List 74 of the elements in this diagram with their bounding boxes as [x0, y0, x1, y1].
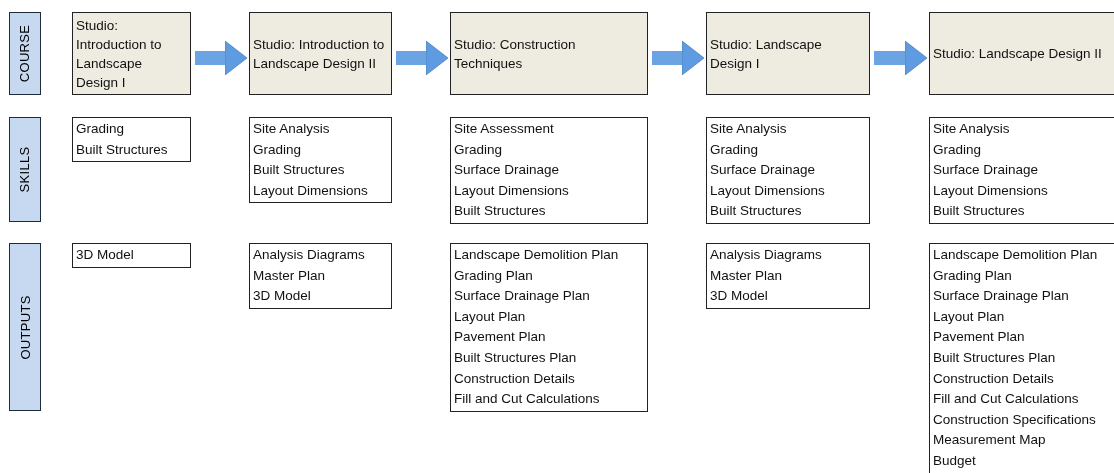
list-box: [706, 117, 870, 224]
course-box: [929, 12, 1114, 95]
list-item: Measurement Map: [933, 431, 1047, 450]
list-item: 3D Model: [76, 246, 135, 264]
course-title: Studio: Landscape Design II: [933, 45, 1103, 63]
course-box: [450, 12, 648, 95]
list-item: Built Structures Plan: [933, 348, 1057, 367]
list-item: Grading: [76, 120, 126, 138]
list-item: Layout Dimensions: [454, 181, 570, 200]
list-item: 3D Model: [710, 287, 769, 306]
list-box: [706, 243, 870, 309]
list-item: Layout Dimensions: [933, 181, 1049, 200]
row-header: COURSE: [9, 12, 41, 95]
list-item: Grading Plan: [933, 266, 1013, 285]
list-item: Site Analysis: [710, 120, 788, 138]
list-item: Analysis Diagrams: [253, 246, 366, 264]
list-item: Landscape Demolition Plan: [454, 246, 620, 264]
list-box: [72, 243, 191, 268]
course-box: [706, 12, 870, 95]
list-item: Grading: [933, 140, 983, 159]
course-box: [72, 12, 191, 95]
list-box: [929, 243, 1114, 473]
list-item: Built Structures: [933, 202, 1026, 221]
list-item: Construction Details: [933, 369, 1055, 388]
list-item: Fill and Cut Calculations: [933, 390, 1080, 409]
list-box: [249, 117, 392, 204]
row-header: SKILLS: [9, 117, 41, 222]
list-item: Grading: [454, 140, 504, 159]
list-item: Layout Dimensions: [253, 181, 369, 200]
list-item: Construction Details: [454, 369, 576, 388]
list-item: Built Structures: [710, 202, 803, 221]
list-item: Surface Drainage Plan: [454, 287, 591, 306]
block-arrow: [396, 40, 449, 76]
list-item: Built Structures Plan: [454, 348, 578, 367]
list-item: Grading Plan: [454, 266, 534, 285]
row-header: OUTPUTS: [9, 243, 41, 411]
list-item: Site Analysis: [253, 120, 331, 138]
list-item: Pavement Plan: [933, 328, 1026, 347]
list-box: [450, 243, 648, 412]
course-title: Studio: Construction Techniques: [454, 35, 577, 73]
list-item: Built Structures: [76, 140, 169, 159]
list-item: Surface Drainage Plan: [933, 287, 1070, 306]
list-box: [72, 117, 191, 163]
block-arrow: [874, 40, 928, 76]
list-item: Layout Plan: [454, 307, 527, 326]
list-item: Built Structures: [253, 161, 346, 180]
course-box: [249, 12, 392, 95]
list-item: Pavement Plan: [454, 328, 547, 347]
list-item: Surface Drainage: [454, 161, 561, 180]
list-item: Surface Drainage: [710, 161, 817, 180]
list-item: Grading: [253, 140, 303, 159]
list-item: Master Plan: [710, 266, 784, 285]
list-item: 3D Model: [253, 287, 312, 306]
list-item: Layout Plan: [933, 307, 1006, 326]
list-item: Grading: [710, 140, 760, 159]
list-item: Construction Specifications: [933, 410, 1097, 429]
block-arrow: [652, 40, 705, 76]
list-box: [929, 117, 1114, 224]
list-box: [450, 117, 648, 224]
list-item: Surface Drainage: [933, 161, 1040, 180]
list-item: Fill and Cut Calculations: [454, 390, 601, 409]
list-item: Budget: [933, 451, 977, 470]
list-item: Analysis Diagrams: [710, 246, 823, 264]
list-item: Site Assessment: [454, 120, 555, 138]
list-item: Landscape Demolition Plan: [933, 246, 1099, 264]
list-item: Master Plan: [253, 266, 327, 285]
course-title: Studio: Introduction to Landscape Design I: [76, 16, 163, 92]
list-item: Built Structures: [454, 202, 547, 221]
list-item: Site Analysis: [933, 120, 1011, 138]
course-title: Studio: Landscape Design I: [710, 35, 823, 73]
course-title: Studio: Introduction to Landscape Design II: [253, 35, 386, 73]
list-box: [249, 243, 392, 309]
block-arrow: [195, 40, 248, 76]
list-item: Layout Dimensions: [710, 181, 826, 200]
